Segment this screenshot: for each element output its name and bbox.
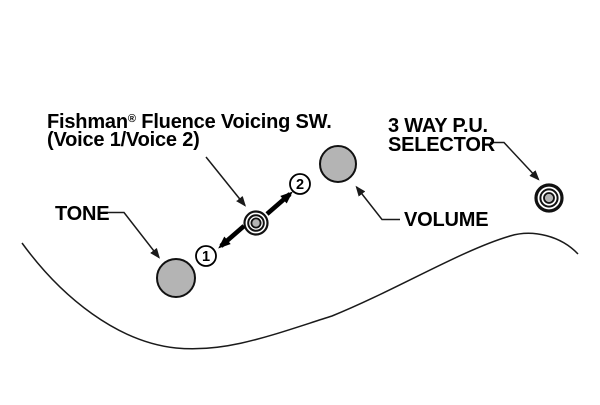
- voicing-switch-label-rest: Fluence Voicing SW.: [135, 111, 332, 133]
- voice1-marker-number: 1: [202, 249, 210, 265]
- volume-knob: [319, 145, 357, 183]
- tone-leader-arrow: [103, 211, 160, 259]
- voice1-direction-arrow: [218, 224, 246, 249]
- pickup-selector-label: 3 WAY P.U. SELECTOR: [388, 115, 495, 156]
- guitar-body-curve: [21, 232, 579, 350]
- registered-trademark-symbol: ®: [127, 113, 136, 125]
- voicing-switch-label: Fishman® Fluence Voicing SW. (Voice 1/Vo…: [47, 110, 332, 151]
- volume-leader-arrow: [355, 185, 400, 221]
- volume-label: VOLUME: [404, 209, 489, 231]
- pickup-selector-label-line1: 3 WAY P.U.: [388, 115, 488, 137]
- voicing-switch-leader-arrow: [205, 156, 246, 207]
- voicing-switch-brand: Fishman: [47, 111, 128, 133]
- tone-label: TONE: [55, 203, 110, 225]
- selector-leader-arrow: [490, 141, 540, 181]
- tone-knob: [156, 258, 196, 298]
- voicing-switch-label-line1: Fishman® Fluence Voicing SW.: [47, 110, 332, 133]
- pickup-selector-switch: [534, 183, 564, 213]
- voice2-direction-arrow: [265, 191, 293, 216]
- voicing-switch-knob: [243, 210, 269, 236]
- voice2-marker-number: 2: [296, 177, 304, 193]
- voicing-switch-label-line2: (Voice 1/Voice 2): [47, 129, 200, 151]
- voice2-marker: 2: [289, 173, 311, 195]
- voice1-marker: 1: [195, 245, 217, 267]
- pickup-selector-label-line2: SELECTOR: [388, 134, 495, 156]
